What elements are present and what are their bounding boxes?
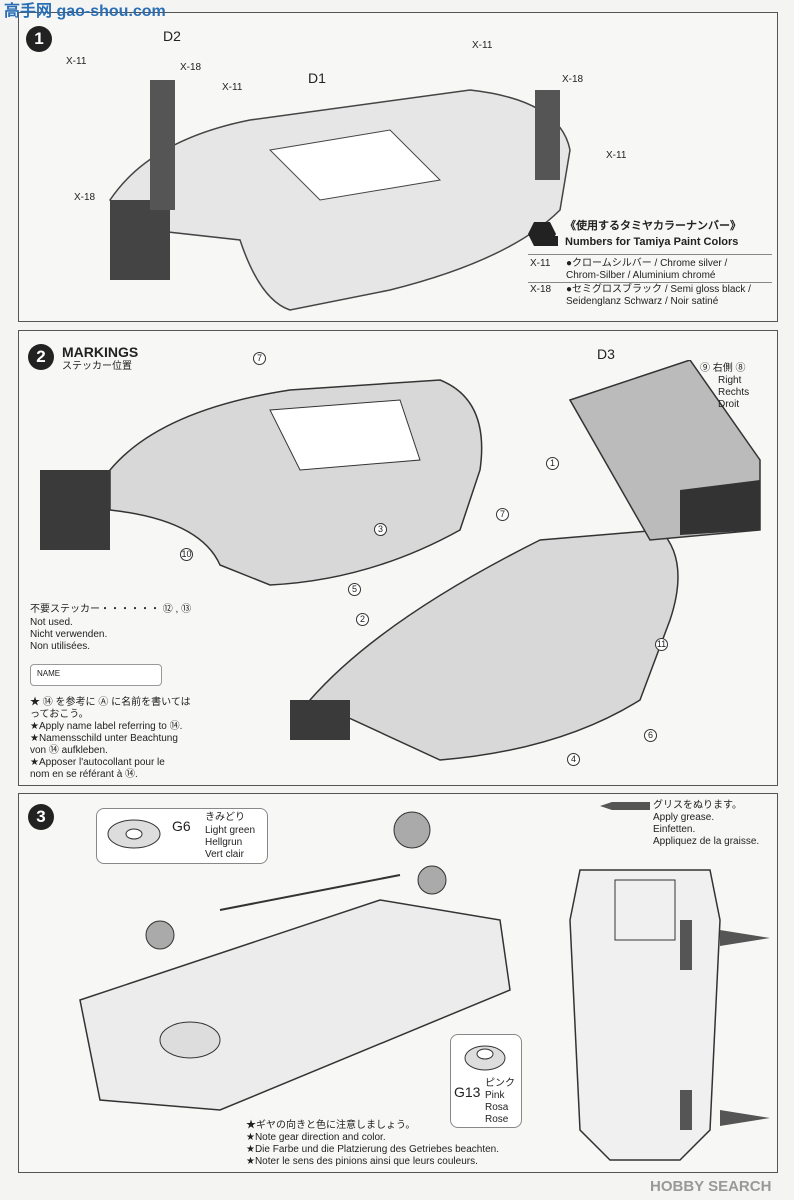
chassis-gear-illustration <box>79 811 511 1111</box>
not-used-fr: Non utilisées. <box>30 641 91 652</box>
name-note: ★ ⑭ を参考に Ⓐ に名前を書いてはっておこう。 <box>30 697 191 720</box>
paint-desc: ●クロームシルバー / Chrome silver / <box>566 258 728 269</box>
paint-callout: X-11 <box>222 82 243 93</box>
gear-note: ★ギヤの向きと色に注意しましょう。 <box>246 1120 416 1131</box>
grease-de: Einfetten. <box>653 824 696 835</box>
wing-side-de: Rechts <box>718 387 750 398</box>
car-body-top-illustration <box>40 379 483 586</box>
paint-title-jp: 《使用するタミヤカラーナンバー》 <box>565 220 741 232</box>
grease-fr: Appliquez de la graisse. <box>653 836 760 847</box>
gear-g13-part: G13 <box>454 1084 481 1100</box>
paint-code: X-11 <box>530 258 551 269</box>
part-label-d2: D2 <box>163 28 181 44</box>
divider <box>528 282 772 283</box>
gear-note: ★Noter le sens des pinions ainsi que leu… <box>246 1156 478 1167</box>
sticker-number: 7 <box>253 352 266 365</box>
sticker-number: 6 <box>644 729 657 742</box>
part-label-d3: D3 <box>597 346 615 362</box>
paint-callout: X-11 <box>606 150 627 161</box>
step-3-badge: 3 <box>28 804 54 830</box>
chassis-top-view-illustration <box>569 869 770 1161</box>
paint-desc: Seidenglanz Schwarz / Noir satiné <box>566 296 719 307</box>
sticker-number: 4 <box>567 753 580 766</box>
gear-g13-color: ピンク <box>485 1078 515 1089</box>
not-used-jp: 不要ステッカー・・・・・・ ⑫ , ⑬ <box>30 604 192 615</box>
part-label-d1: D1 <box>308 70 326 86</box>
name-note: nom en se référant à ⑭. <box>30 769 138 780</box>
name-label-text: NAME <box>37 669 61 678</box>
name-note: ★Apply name label referring to ⑭. <box>30 721 183 732</box>
sticker-number: 11 <box>655 638 668 651</box>
gear-g13-icon <box>464 1045 506 1071</box>
step-2-badge: 2 <box>28 344 54 370</box>
paint-callout: X-18 <box>74 192 96 203</box>
paint-callout: X-11 <box>472 40 493 51</box>
paint-code: X-18 <box>530 284 552 295</box>
paint-jar-icon <box>528 222 558 246</box>
paint-title-en: Numbers for Tamiya Paint Colors <box>565 236 739 248</box>
gear-g6-part: G6 <box>172 818 191 834</box>
body-d1-illustration <box>108 80 571 311</box>
gear-g13-color: Rose <box>485 1114 509 1125</box>
gear-g13-color: Pink <box>485 1090 505 1101</box>
gear-g6-icon <box>107 819 161 849</box>
sticker-number: 10 <box>180 548 193 561</box>
not-used-en: Not used. <box>30 617 73 628</box>
paint-callout: X-18 <box>180 62 202 73</box>
name-note: ★Apposer l'autocollant pour le <box>30 757 165 768</box>
grease-tube-icon <box>600 802 650 810</box>
gear-g6-color: Vert clair <box>205 849 244 860</box>
car-body-front-illustration <box>290 529 679 761</box>
sticker-number: 7 <box>496 508 509 521</box>
grease-jp: グリスをぬります。 <box>653 800 742 811</box>
name-label-sticker: NAME <box>30 664 162 686</box>
gear-g13-color: Rosa <box>485 1102 509 1113</box>
not-used-de: Nicht verwenden. <box>30 629 108 640</box>
name-note: von ⑭ aufkleben. <box>30 745 108 756</box>
step-1-badge: 1 <box>26 26 52 52</box>
paint-callout: X-18 <box>562 74 584 85</box>
name-note: ★Namensschild unter Beachtung <box>30 733 178 744</box>
paint-callout: X-11 <box>66 56 87 67</box>
sticker-number: 2 <box>356 613 369 626</box>
gear-g6-color: きみどり <box>205 812 245 823</box>
paint-desc: Chrom-Silber / Aluminium chromé <box>566 270 716 281</box>
paint-desc: ●セミグロスブラック / Semi gloss black / <box>566 284 751 295</box>
wing-side-jp: ⑨ 右側 ⑧ <box>700 363 746 374</box>
gear-g6-color: Light green <box>205 825 256 836</box>
sticker-number: 5 <box>348 583 361 596</box>
markings-title: MARKINGS <box>62 344 139 360</box>
grease-en: Apply grease. <box>653 812 715 823</box>
watermark-logo: 高手网 gao-shou.com <box>4 3 166 20</box>
rear-wing-d3-illustration <box>568 360 761 541</box>
sticker-number: 1 <box>546 457 559 470</box>
divider <box>528 254 772 255</box>
wing-side-en: Right <box>718 375 742 386</box>
gear-g6-callout <box>96 808 268 864</box>
gear-g6-color: Hellgrun <box>205 837 243 848</box>
gear-note: ★Note gear direction and color. <box>246 1132 386 1143</box>
markings-subtitle: ステッカー位置 <box>62 361 132 372</box>
hobby-search-watermark: HOBBY SEARCH <box>650 1178 772 1195</box>
gear-note: ★Die Farbe und die Platzierung des Getri… <box>246 1144 500 1155</box>
wing-side-fr: Droit <box>718 399 740 410</box>
sticker-number: 3 <box>374 523 387 536</box>
